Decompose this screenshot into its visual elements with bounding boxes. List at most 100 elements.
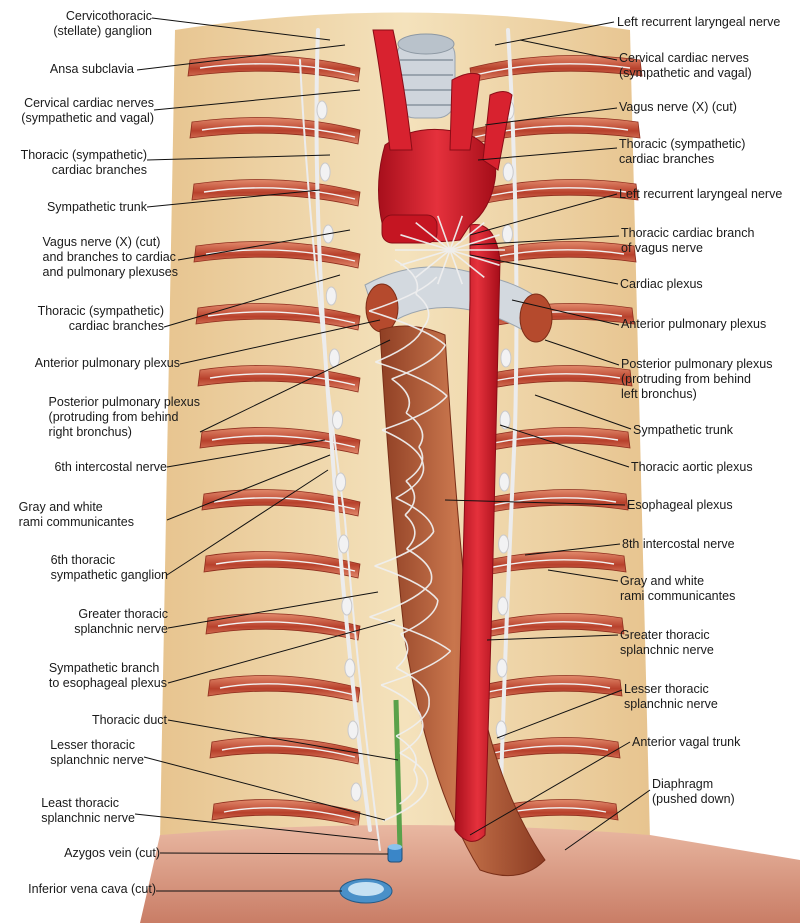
leader-line <box>177 229 351 261</box>
leader-line <box>166 439 326 468</box>
label-lesser-splanchnic-right: Lesser thoracic splanchnic nerve <box>624 682 718 711</box>
intercostal-nerve <box>207 311 356 324</box>
cardiac-plexus-fiber <box>449 249 463 285</box>
label-sympathetic-branch-esophageal: Sympathetic branch to esophageal plexus <box>48 661 167 690</box>
plexus-fiber <box>374 531 435 567</box>
ganglion <box>338 534 350 554</box>
leader-line <box>179 319 381 365</box>
plexus-fiber <box>391 344 447 380</box>
plexus-fiber <box>400 599 439 635</box>
label-eighth-intercostal-nerve: 8th intercostal nerve <box>622 537 735 551</box>
ganglion <box>499 410 511 430</box>
plexus-fiber <box>375 327 424 363</box>
leader-line <box>544 339 620 366</box>
leader-line <box>494 21 615 46</box>
cardiac-plexus-fiber <box>437 215 451 251</box>
label-anterior-vagal-trunk: Anterior vagal trunk <box>632 735 741 749</box>
leader-line <box>143 756 386 821</box>
ganglion <box>325 286 337 306</box>
label-gray-white-rami-left: Gray and white rami communicantes <box>18 500 134 529</box>
label-sympathetic-trunk-right: Sympathetic trunk <box>633 423 734 437</box>
leader-line <box>469 193 618 236</box>
plexus-fiber <box>374 565 439 601</box>
label-azygos-vein: Azygos vein (cut) <box>64 846 160 860</box>
plexus-fiber <box>399 769 418 805</box>
intercostal-nerve <box>209 373 356 386</box>
intercostal-nerve <box>213 497 356 510</box>
plexus-fiber <box>405 412 424 448</box>
plexus-fiber <box>399 718 424 754</box>
leader-line <box>547 569 619 582</box>
leader-line <box>484 107 618 126</box>
plexus-fiber <box>395 633 409 669</box>
label-thoracic-duct: Thoracic duct <box>91 713 167 727</box>
label-inferior-vena-cava: Inferior vena cava (cut) <box>28 882 156 896</box>
rib-left <box>201 489 361 517</box>
leader-line <box>469 254 619 285</box>
aorta <box>372 29 513 842</box>
leader-line <box>199 339 391 433</box>
leader-line <box>469 235 620 246</box>
ganglion <box>335 472 347 492</box>
plexus-fiber <box>375 361 448 397</box>
intercostal-nerve <box>474 63 631 76</box>
cardiac-plexus-fiber <box>400 249 451 266</box>
label-left-recurrent-laryngeal-1: Left recurrent laryngeal nerve <box>617 15 781 29</box>
plexus-fiber <box>382 786 428 822</box>
label-lesser-splanchnic-left: Lesser thoracic splanchnic nerve <box>50 738 144 767</box>
plexus-fiber <box>368 276 438 312</box>
plexus-fiber <box>368 310 446 346</box>
ganglion <box>316 100 328 120</box>
label-greater-splanchnic-left: Greater thoracic splanchnic nerve <box>74 607 168 636</box>
plexus-fiber <box>404 480 416 516</box>
label-vagus-nerve-branches: Vagus nerve (X) (cut) and branches to ca… <box>42 235 179 279</box>
cardiac-plexus-fiber <box>449 249 500 266</box>
ganglion <box>496 658 508 678</box>
plexus-fiber <box>395 463 425 499</box>
ganglion <box>502 162 514 182</box>
plexus-fiber <box>369 616 452 652</box>
label-thoracic-cardiac-branches-right: Thoracic (sympathetic) cardiac branches <box>619 137 746 166</box>
ganglion <box>498 534 510 554</box>
label-cervical-cardiac-nerves-left: Cervical cardiac nerves (sympathetic and… <box>21 96 154 125</box>
leader-line <box>167 719 399 761</box>
cardiac-plexus-fiber <box>415 249 451 278</box>
intercostal-nerve <box>201 125 356 138</box>
label-least-splanchnic: Least thoracic splanchnic nerve <box>41 796 135 825</box>
intercostal-nerve <box>223 807 356 820</box>
leader-line <box>167 619 396 684</box>
intercostal-nerve <box>474 187 627 200</box>
label-cervicothoracic-ganglion: Cervicothoracic (stellate) ganglion <box>53 9 152 38</box>
label-thoracic-cardiac-branches-left-2: Thoracic (sympathetic) cardiac branches <box>37 304 164 333</box>
leader-line <box>153 89 361 111</box>
sympathetic-ganglia <box>316 100 515 802</box>
label-thoracic-cardiac-branches-left-1: Thoracic (sympathetic) cardiac branches <box>20 148 147 177</box>
cardiac-plexus-fiber <box>449 215 463 251</box>
plexus-fiber <box>380 650 452 686</box>
leader-line <box>444 499 626 506</box>
label-sixth-thoracic-ganglion: 6th thoracic sympathetic ganglion <box>50 553 168 582</box>
leader-line <box>136 44 346 71</box>
cardiac-plexus-fiber <box>437 249 451 285</box>
leader-line <box>499 424 630 468</box>
ganglion <box>495 720 507 740</box>
leader-line <box>167 591 379 629</box>
label-ansa-subclavia: Ansa subclavia <box>49 62 134 76</box>
intercostal-nerve <box>474 683 611 696</box>
rib-left <box>205 613 361 641</box>
inferior-vena-cava-cut <box>339 878 393 904</box>
leader-line <box>486 634 619 641</box>
label-diaphragm: Diaphragm (pushed down) <box>652 777 735 806</box>
trachea <box>396 33 456 119</box>
leader-line <box>469 741 631 836</box>
ganglion <box>347 720 359 740</box>
label-esophageal-plexus: Esophageal plexus <box>627 498 733 512</box>
nerve-plexus <box>368 215 505 822</box>
leader-line <box>159 852 389 855</box>
label-sympathetic-trunk-left: Sympathetic trunk <box>46 200 147 214</box>
label-posterior-pulmonary-plexus-right: Posterior pulmonary plexus (protruding f… <box>621 357 773 401</box>
plexus-fiber <box>380 684 423 720</box>
label-gray-white-rami-right: Gray and white rami communicantes <box>620 574 736 603</box>
label-thoracic-cardiac-branch-vagus: Thoracic cardiac branch of vagus nerve <box>621 226 755 255</box>
